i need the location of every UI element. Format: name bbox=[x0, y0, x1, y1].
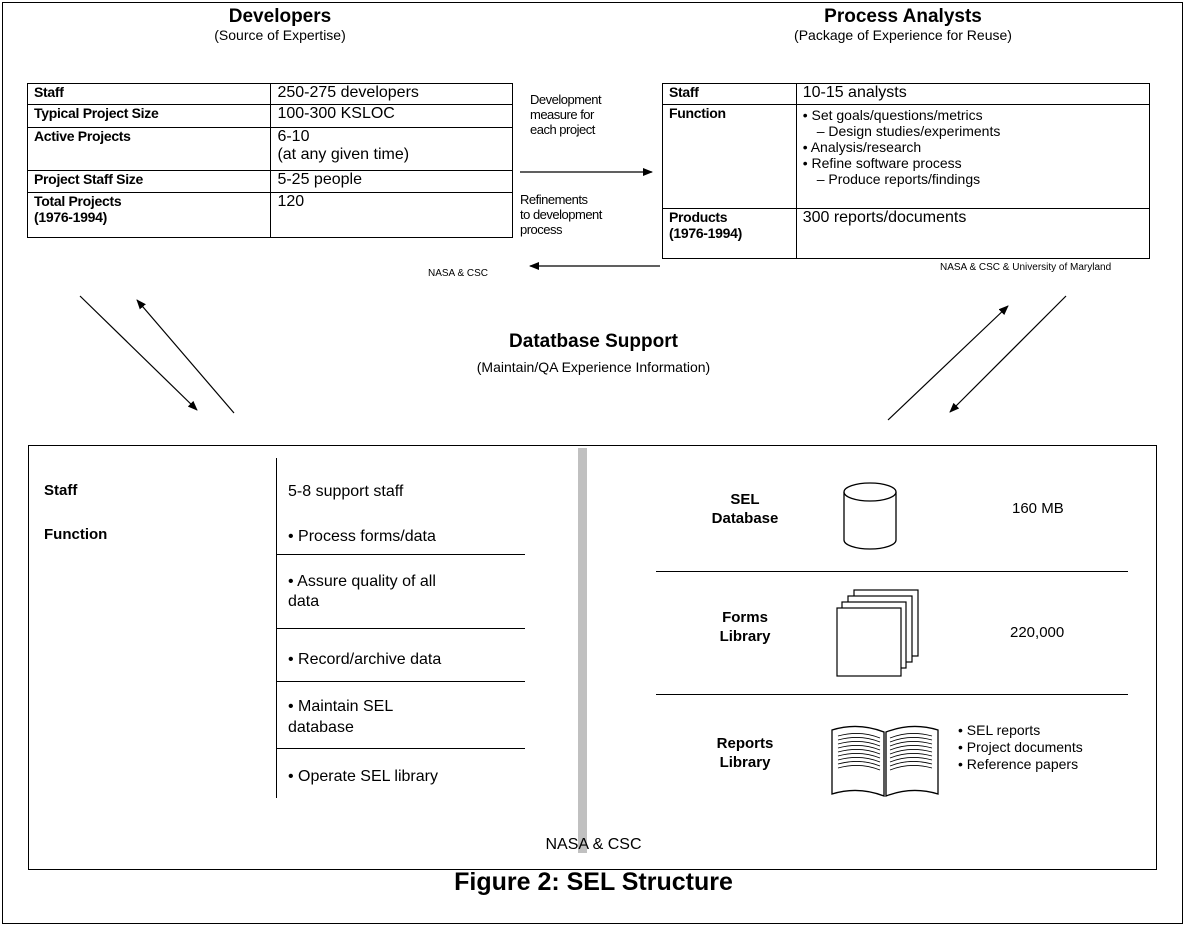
dev-size-value: 100-300 KSLOC bbox=[270, 104, 513, 128]
an-function-item: • Set goals/questions/metrics bbox=[802, 107, 983, 123]
developers-subtitle: (Source of Expertise) bbox=[214, 27, 346, 43]
an-function-label: Function bbox=[662, 104, 797, 209]
an-products-years: (1976-1994) bbox=[669, 225, 742, 241]
database-source: NASA & CSC bbox=[545, 836, 642, 853]
an-function-cell: • Set goals/questions/metrics – Design s… bbox=[795, 104, 1151, 209]
reports-library-name: Reports Library bbox=[690, 734, 800, 772]
dev-active-value-note: (at any given time) bbox=[277, 146, 410, 163]
developers-table: Staff 250-275 developers Typical Project… bbox=[26, 83, 513, 238]
dev-total-years: (1976-1994) bbox=[34, 209, 107, 225]
open-book-icon bbox=[831, 725, 939, 797]
db-function-item: • Process forms/data bbox=[288, 528, 436, 545]
dev-total-label: Total Projects bbox=[34, 193, 122, 209]
db-function-item: data bbox=[288, 593, 320, 610]
db-function-item: database bbox=[288, 719, 354, 736]
developers-title: Developers bbox=[228, 6, 332, 27]
forms-library-name-line: Library bbox=[719, 628, 771, 645]
dev-active-label: Active Projects bbox=[26, 127, 272, 171]
db-function-separator bbox=[276, 681, 525, 682]
resource-separator bbox=[656, 694, 1128, 695]
sel-database-name-line: Database bbox=[711, 510, 779, 527]
development-measure-label: Development measure for each project bbox=[530, 92, 602, 137]
figure-caption: Figure 2: SEL Structure bbox=[454, 868, 733, 896]
reports-list-item: • Reference papers bbox=[958, 756, 1079, 772]
dev-total-value: 120 bbox=[270, 192, 513, 238]
reports-list-item: • Project documents bbox=[958, 739, 1083, 755]
refinements-label: Refinements to development process bbox=[520, 192, 602, 237]
forms-library-count: 220,000 bbox=[1010, 624, 1065, 641]
db-function-item: • Assure quality of all bbox=[288, 573, 436, 590]
forms-library-name-line: Forms bbox=[722, 609, 768, 626]
dev-projstaff-label: Project Staff Size bbox=[26, 170, 272, 193]
an-function-item: – Produce reports/findings bbox=[816, 171, 981, 187]
db-function-label: Function bbox=[44, 526, 108, 543]
sel-database-name-line: SEL bbox=[730, 491, 760, 508]
an-function-item: – Design studies/experiments bbox=[816, 123, 1001, 139]
arrow-dev-to-db bbox=[79, 295, 198, 411]
reports-library-name-line: Library bbox=[719, 754, 771, 771]
dev-active-value: 6-10 bbox=[277, 128, 310, 145]
arrow-bottom-line: to development bbox=[520, 207, 602, 222]
reports-list: • SEL reports • Project documents • Refe… bbox=[958, 722, 1083, 773]
db-function-item: • Record/archive data bbox=[288, 651, 442, 668]
reports-library-name-line: Reports bbox=[716, 735, 774, 752]
an-function-item: • Analysis/research bbox=[802, 139, 922, 155]
db-function-item: • Maintain SEL bbox=[288, 698, 394, 715]
dev-active-cell: 6-10 (at any given time) bbox=[270, 127, 513, 171]
analysts-table: Staff 10-15 analysts Function • Set goal… bbox=[662, 83, 1151, 259]
an-products-value: 300 reports/documents bbox=[795, 208, 1151, 259]
database-cylinder-icon bbox=[843, 482, 897, 550]
arrow-analysts-to-db bbox=[949, 295, 1067, 413]
dev-total-label-cell: Total Projects (1976-1994) bbox=[26, 192, 272, 238]
db-function-item: • Operate SEL library bbox=[288, 768, 438, 785]
db-staff-label: Staff bbox=[44, 482, 78, 499]
an-products-label: Products bbox=[669, 209, 728, 225]
forms-library-name: Forms Library bbox=[690, 608, 800, 646]
arrow-top-line: measure for bbox=[530, 107, 594, 122]
stacked-pages-icon bbox=[836, 589, 919, 677]
sel-database-name: SEL Database bbox=[690, 490, 800, 528]
analysts-title: Process Analysts bbox=[824, 6, 982, 27]
arrow-db-to-analysts bbox=[887, 305, 1009, 421]
db-function-separator bbox=[276, 628, 525, 629]
resource-separator bbox=[656, 571, 1128, 572]
database-subtitle: (Maintain/QA Experience Information) bbox=[476, 359, 711, 375]
sel-database-size: 160 MB bbox=[1012, 500, 1064, 517]
developers-source: NASA & CSC bbox=[428, 268, 489, 279]
arrow-bottom-line: process bbox=[520, 222, 563, 237]
arrow-bottom-line: Refinements bbox=[520, 192, 588, 207]
an-staff-label: Staff bbox=[662, 83, 797, 105]
arrow-top-line: each project bbox=[530, 122, 595, 137]
reports-list-item: • SEL reports bbox=[958, 722, 1041, 738]
arrow-top-line: Development bbox=[530, 92, 602, 107]
database-title: Datatbase Support bbox=[509, 331, 678, 352]
db-function-separator bbox=[276, 554, 525, 555]
db-function-separator bbox=[276, 748, 525, 749]
analysts-source: NASA & CSC & University of Maryland bbox=[940, 262, 1112, 273]
vertical-divider bbox=[578, 448, 587, 853]
arrow-db-to-dev bbox=[136, 299, 235, 414]
db-staff-value: 5-8 support staff bbox=[288, 483, 404, 500]
database-support-box bbox=[28, 445, 1157, 870]
analysts-subtitle: (Package of Experience for Reuse) bbox=[794, 27, 1012, 43]
an-function-item: • Refine software process bbox=[802, 155, 962, 171]
